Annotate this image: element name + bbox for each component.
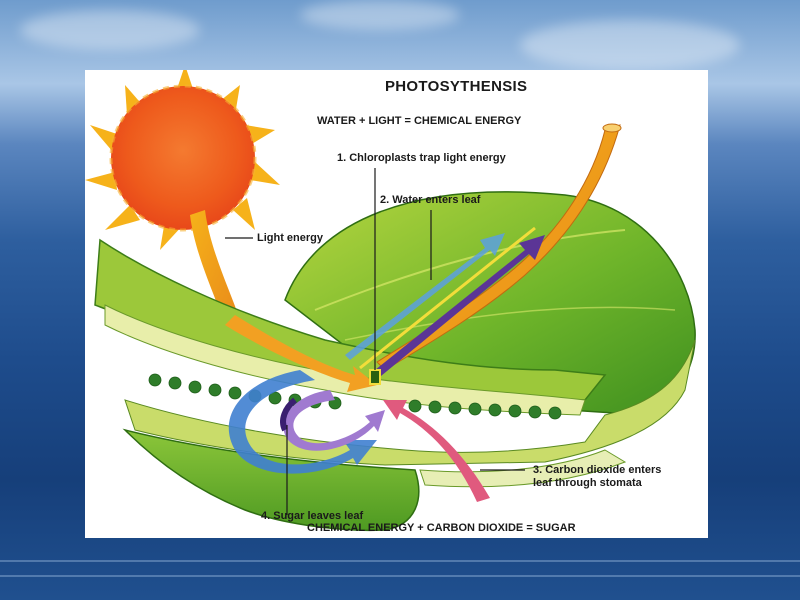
diagram-illustration [85, 70, 696, 532]
light-path [359, 226, 536, 370]
label-step4: 4. Sugar leaves leaf [261, 510, 364, 522]
sun [111, 86, 255, 230]
photosynthesis-diagram: PHOTOSYTHENSIS WATER + LIGHT = CHEMICAL … [85, 70, 708, 538]
light-beam [190, 210, 240, 325]
label-step2: 2. Water enters leaf [380, 194, 481, 206]
cloud [20, 10, 200, 50]
purple-arrow [375, 235, 545, 376]
leaf-bottom [122, 428, 420, 532]
co2-arrow [383, 400, 490, 502]
water-arrow [345, 233, 505, 360]
label-light-energy: Light energy [257, 232, 324, 244]
label-step3: 3. Carbon dioxide enters leaf through st… [533, 464, 662, 489]
chloroplast [369, 369, 381, 385]
water-ripple [0, 575, 800, 577]
leaf-cells [148, 373, 562, 420]
equation-top: WATER + LIGHT = CHEMICAL ENERGY [317, 115, 522, 127]
diagram-title: PHOTOSYTHENSIS [385, 78, 528, 95]
cloud [520, 20, 740, 70]
cloud [300, 0, 460, 30]
equation-bottom: CHEMICAL ENERGY + CARBON DIOXIDE = SUGAR [307, 522, 576, 534]
water-ripple [0, 560, 800, 562]
label-step1: 1. Chloroplasts trap light energy [337, 152, 506, 164]
light-arrow [225, 315, 377, 392]
sugar-swirl [283, 390, 385, 451]
leader-lines [225, 168, 525, 515]
leaf-palisade [104, 304, 586, 416]
water-swirl [228, 370, 377, 474]
